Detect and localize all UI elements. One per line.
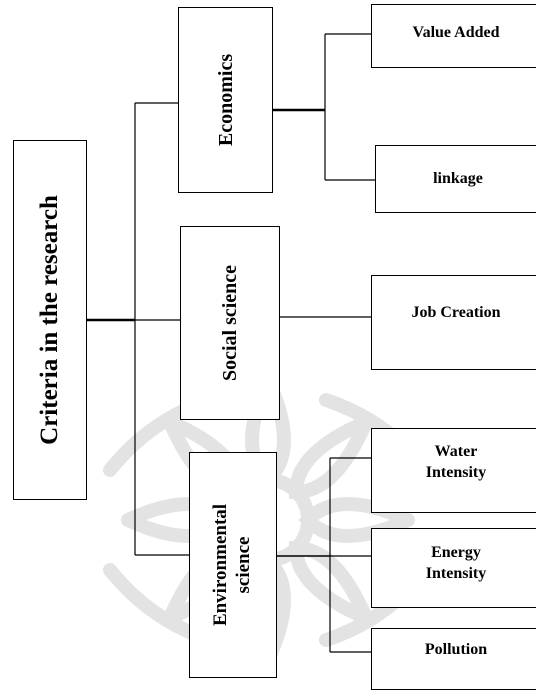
value-added-label: Value Added xyxy=(412,24,500,41)
water-intensity-line-1: Water xyxy=(434,443,478,460)
root-criteria-box: Criteria in the research xyxy=(13,140,87,500)
environmental-science-label-line-1: Environmental xyxy=(210,503,232,627)
energy-intensity-box: Energy Intensity xyxy=(371,528,536,608)
social-science-label: Social science xyxy=(219,264,241,382)
energy-intensity-line-2: Intensity xyxy=(425,564,487,582)
water-intensity-box: Water Intensity xyxy=(371,428,536,513)
social-science-box: Social science xyxy=(180,226,280,420)
energy-intensity-line-1: Energy xyxy=(431,544,481,561)
value-added-box: Value Added xyxy=(371,4,536,68)
linkage-box: linkage xyxy=(375,145,536,213)
pollution-label: Pollution xyxy=(424,641,488,658)
pollution-box: Pollution xyxy=(371,628,536,690)
environmental-science-label-line-2: science xyxy=(233,536,254,594)
root-criteria-label: Criteria in the research xyxy=(36,195,63,445)
linkage-label: linkage xyxy=(433,170,483,187)
job-creation-box: Job Creation xyxy=(371,275,536,370)
energy-intensity-label: Energy Intensity xyxy=(372,543,536,585)
economics-label: Economics xyxy=(214,53,237,147)
job-creation-label: Job Creation xyxy=(411,304,501,321)
environmental-science-box: Environmental science xyxy=(189,452,277,678)
water-intensity-line-2: Intensity xyxy=(425,463,487,481)
environmental-science-label: Environmental science xyxy=(210,504,256,626)
water-intensity-label: Water Intensity xyxy=(372,442,536,484)
economics-box: Economics xyxy=(178,7,273,193)
